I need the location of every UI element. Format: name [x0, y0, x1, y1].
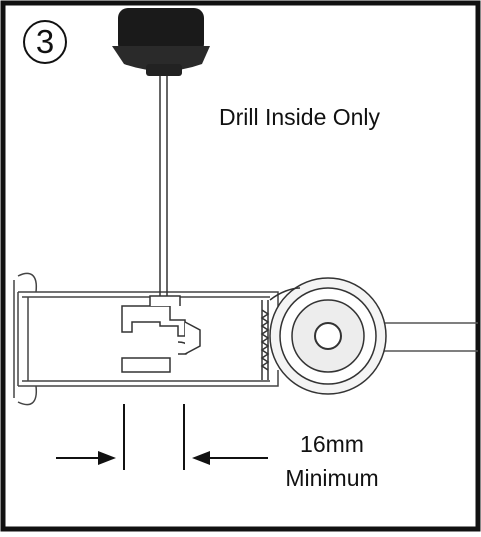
rail — [378, 322, 478, 352]
gasket-strip — [260, 300, 270, 380]
dimension-value: 16mm — [300, 431, 364, 457]
dimension-label: 16mm Minimum — [262, 427, 402, 495]
drill-bit — [159, 76, 168, 296]
hub — [269, 277, 387, 395]
dimension-qualifier: Minimum — [285, 465, 379, 491]
dimension-arrowheads — [98, 451, 210, 465]
step-number-badge: 3 — [23, 20, 67, 64]
arrowhead-right-icon — [98, 451, 116, 465]
tube-profile — [13, 272, 279, 406]
clip-insert — [121, 295, 201, 373]
arrowhead-left-icon — [192, 451, 210, 465]
drill-instruction-label: Drill Inside Only — [219, 104, 381, 130]
drill-chuck-icon — [112, 8, 210, 76]
dimension-marks — [56, 404, 268, 470]
